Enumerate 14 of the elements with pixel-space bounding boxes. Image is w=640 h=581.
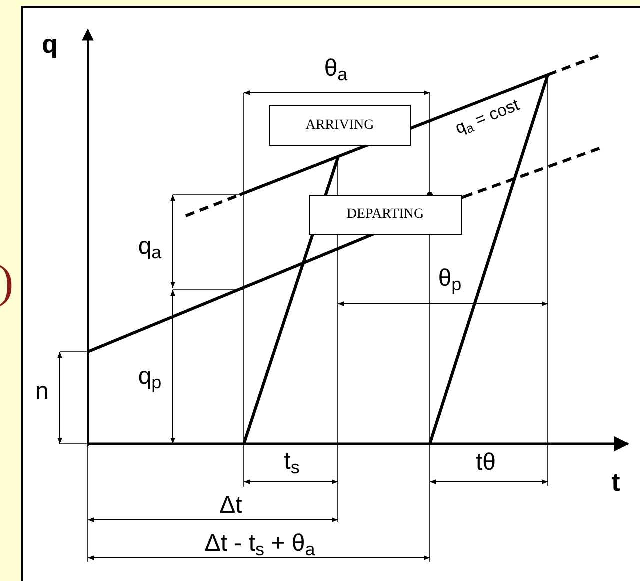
dimension-label: tθ (476, 451, 496, 475)
dimension-label: q$_{a}$ (138, 234, 162, 262)
departing-box: DEPARTING (309, 195, 462, 235)
dimension-label: θ$_{p}$ (438, 266, 462, 294)
dimension-label: t$_{s}$ (284, 450, 300, 476)
dimension-label: Δt (220, 494, 242, 518)
dimension-label: n (35, 380, 49, 404)
dimension-label: q$_{p}$ (138, 364, 162, 392)
axis-label: t (612, 469, 620, 495)
arriving-box: ARRIVING (269, 105, 411, 146)
axis-label: q (42, 31, 58, 57)
slide-text-fragment: ) (0, 259, 14, 305)
dimension-label: θ$_{a}$ (324, 56, 348, 84)
dimension-label: Δt - t$_{s}$ + θ$_{a}$ (204, 532, 316, 558)
